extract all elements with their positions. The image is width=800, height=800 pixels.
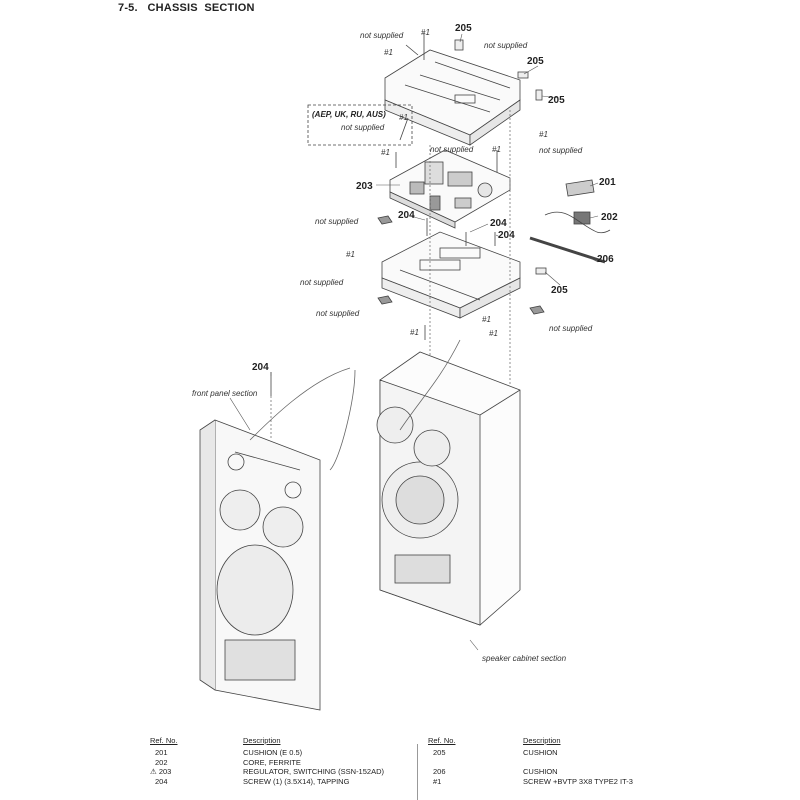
label-screw-1: #1 [492, 145, 501, 154]
parts-ref: 203 [158, 767, 172, 777]
cushion-201 [565, 179, 595, 197]
label-not-supplied: not supplied [360, 31, 404, 40]
parts-list-left-desc: Description CUSHION (E 0.5) CORE, FERRIT… [243, 736, 413, 786]
cushion-205-a [454, 39, 464, 51]
parts-desc: CUSHION (E 0.5) [243, 748, 303, 757]
label-not-supplied: not supplied [484, 41, 528, 50]
label-screw-1: #1 [381, 148, 390, 157]
label-screw-1: #1 [421, 28, 430, 37]
parts-desc: REGULATOR, SWITCHING (SSN-152AD) [243, 767, 384, 777]
lower-chassis-tray [381, 231, 521, 319]
parts-ref: 204 [155, 776, 168, 786]
ferrite-core-202 [573, 211, 591, 225]
parts-ref: 206 [433, 767, 446, 777]
parts-list-right-refs: Ref. No. 205 206 #1 [428, 736, 488, 786]
label-not-supplied: not supplied [430, 145, 474, 154]
cushion-205-b [517, 71, 529, 79]
parts-list-left-refs: Ref. No. 201 202 ⚠ 203 204 [150, 736, 210, 786]
page-title: 7-5. CHASSIS SECTION [118, 2, 255, 14]
parts-header-desc: Description [243, 736, 281, 745]
cushion-205-d [535, 267, 547, 275]
ref-204: 204 [498, 230, 515, 241]
label-region: (AEP, UK, RU, AUS) [312, 110, 386, 119]
label-screw-1: #1 [489, 329, 498, 338]
ref-204: 204 [252, 362, 269, 373]
label-screw-1: #1 [346, 250, 355, 259]
ref-203: 203 [356, 181, 373, 192]
label-speaker-cabinet-section: speaker cabinet section [482, 654, 567, 663]
ref-204: 204 [490, 218, 507, 229]
ref-202: 202 [601, 212, 618, 223]
switching-regulator-board [389, 149, 511, 229]
warning-mark-icon: ⚠ [150, 767, 157, 777]
parts-desc: CORE, FERRITE [243, 757, 301, 767]
parts-list: Ref. No. 201 202 ⚠ 203 204 Description C… [0, 736, 800, 800]
ref-205: 205 [455, 23, 472, 34]
parts-ref: 205 [433, 748, 446, 757]
cushion-205-c [535, 89, 543, 101]
label-not-supplied: not supplied [300, 278, 344, 287]
parts-desc: CUSHION [523, 767, 558, 777]
parts-desc [523, 758, 723, 768]
label-not-supplied: not supplied [315, 217, 359, 226]
parts-desc: SCREW (1) (3.5X14), TAPPING [243, 776, 350, 786]
parts-ref: 201 [155, 748, 168, 757]
ref-201: 201 [599, 177, 616, 188]
label-screw-1: #1 [399, 113, 408, 122]
label-screw-1: #1 [539, 130, 548, 139]
label-screw-1: #1 [482, 315, 491, 324]
ref-205: 205 [548, 95, 565, 106]
label-front-panel-section: front panel section [192, 389, 258, 398]
parts-header-ref: Ref. No. [150, 736, 178, 745]
label-screw-1: #1 [384, 48, 393, 57]
parts-list-right-desc: Description CUSHION CUSHION SCREW +BVTP … [523, 736, 723, 786]
label-screw-1: #1 [410, 328, 419, 337]
parts-header-ref: Ref. No. [428, 736, 456, 745]
front-panel [199, 419, 321, 711]
ref-205: 205 [551, 285, 568, 296]
clip-c [529, 305, 545, 315]
region-box [307, 104, 413, 146]
parts-desc: SCREW +BVTP 3X8 TYPE2 IT-3 [523, 776, 633, 786]
label-not-supplied: not supplied [549, 324, 593, 333]
parts-desc: CUSHION [523, 748, 558, 757]
label-not-supplied: not supplied [539, 146, 583, 155]
clip-a [377, 215, 393, 225]
clip-b [377, 295, 393, 305]
parts-ref: #1 [433, 776, 442, 786]
ref-205: 205 [527, 56, 544, 67]
top-chassis-bracket [384, 49, 521, 146]
ref-204: 204 [398, 210, 415, 221]
label-not-supplied: not supplied [316, 309, 360, 318]
parts-ref: 202 [155, 757, 168, 767]
ref-206: 206 [597, 254, 614, 265]
label-not-supplied: not supplied [341, 123, 385, 132]
speaker-cabinet [376, 351, 521, 626]
parts-header-desc: Description [523, 736, 561, 745]
exploded-view-diagram: not supplied not supplied not supplied n… [192, 23, 618, 711]
column-divider [417, 744, 418, 800]
